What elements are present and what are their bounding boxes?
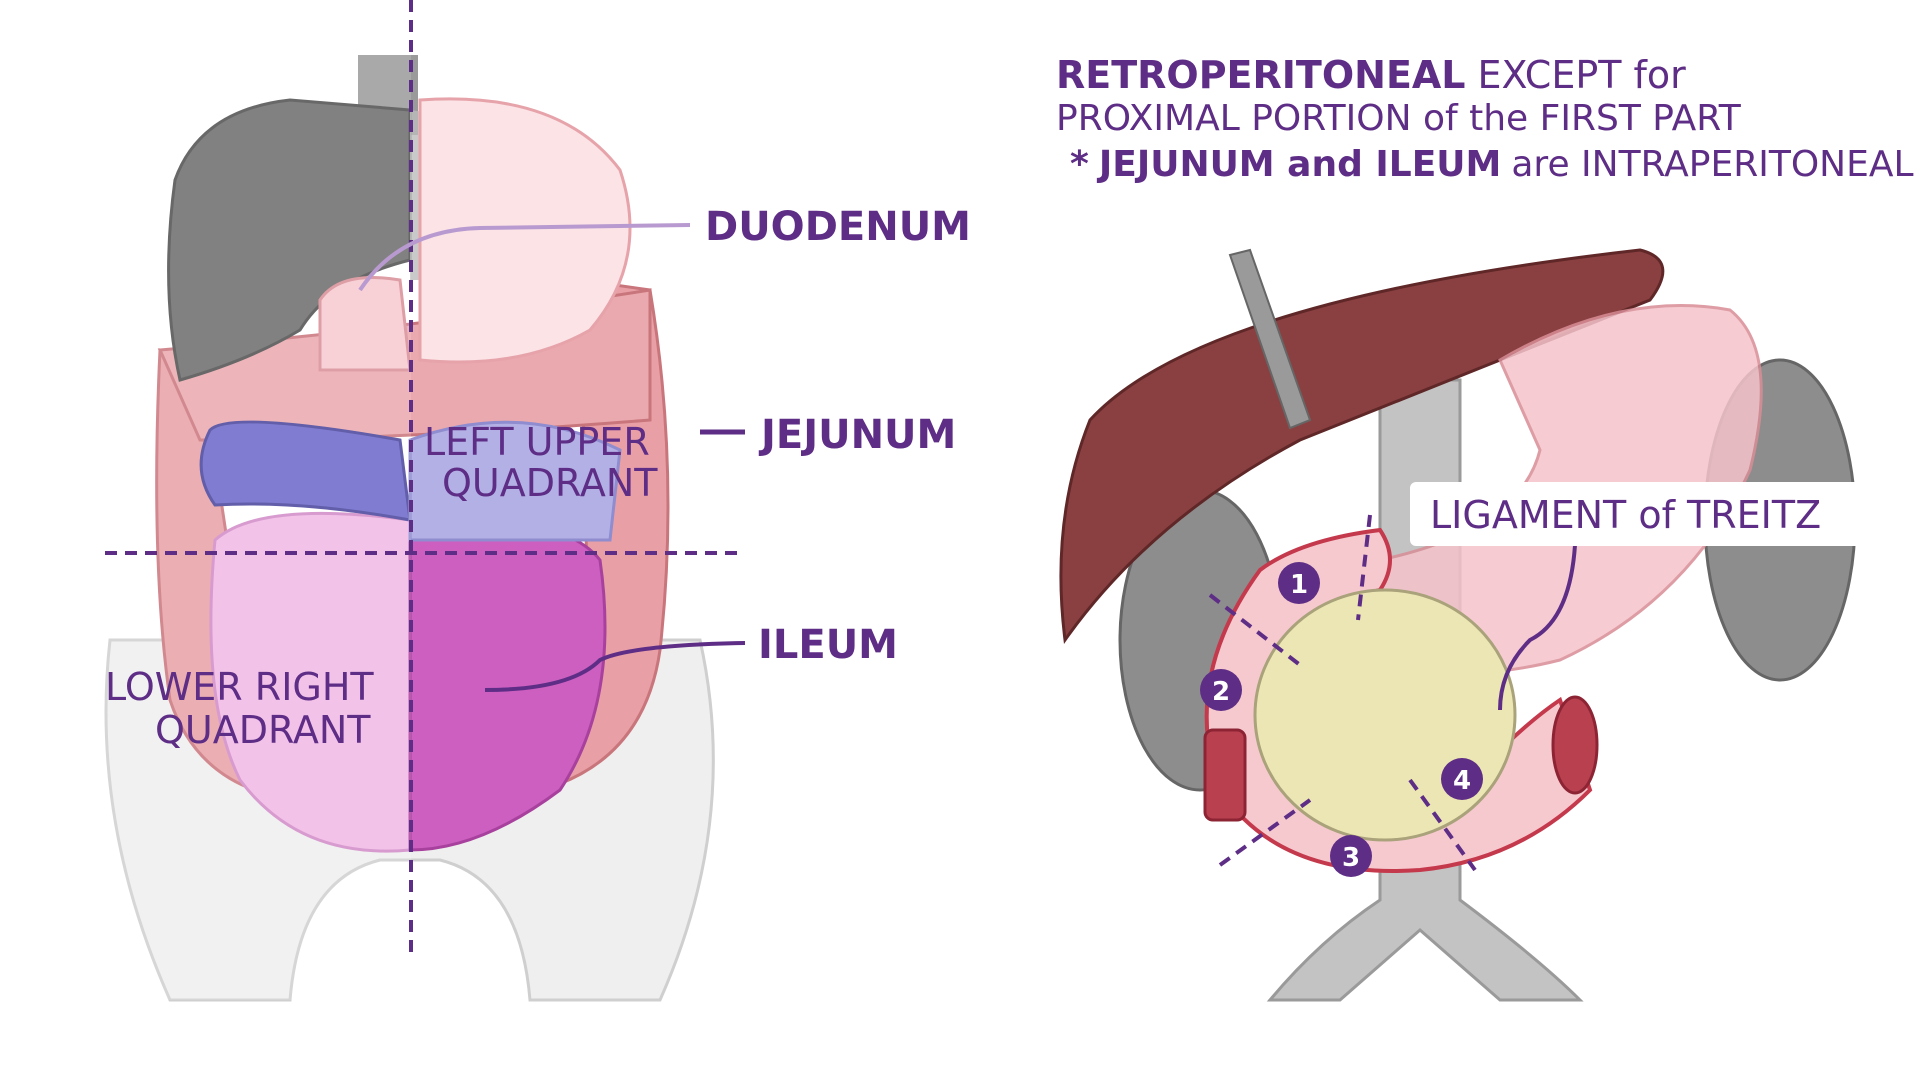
stomach	[418, 97, 632, 364]
part-number: 4	[1453, 766, 1471, 796]
abdomen-illustration	[100, 0, 746, 1002]
label-ileum: ILEUM	[758, 622, 898, 668]
part-number: 3	[1342, 843, 1360, 873]
liver	[167, 98, 412, 382]
part-number: 2	[1212, 677, 1230, 707]
duodenum-leader-line	[358, 223, 691, 292]
retractor-instrument	[1228, 248, 1312, 430]
heading-rest: EXCEPT for	[1478, 53, 1687, 97]
separator-duodenal-bulb	[1356, 514, 1372, 621]
part-marker-1: 1	[1278, 562, 1320, 604]
heading-line1: RETROPERITONEAL EXCEPT for	[1056, 53, 1686, 97]
part-marker-3: 3	[1330, 835, 1372, 877]
part-marker-4: 4	[1441, 758, 1483, 800]
jejunum-cut-end	[1551, 695, 1599, 795]
label-luq-line1: LEFT UPPER	[424, 420, 650, 464]
note-bold: JEJUNUM and ILEUM	[1096, 144, 1502, 185]
label-duodenum: DUODENUM	[705, 204, 971, 250]
ileum-leader-line	[484, 641, 746, 692]
jejunum	[199, 420, 412, 522]
ileum-left-half	[209, 511, 412, 853]
ligament-label-box	[1410, 482, 1874, 546]
part-number: 1	[1290, 570, 1308, 600]
note-star: *	[1070, 144, 1089, 185]
liver	[1059, 248, 1665, 645]
duodenum	[318, 276, 412, 372]
label-jejunum: JEJUNUM	[758, 412, 956, 458]
jejunum-left	[408, 420, 622, 542]
note-rest: are INTRAPERITONEAL	[1511, 144, 1913, 185]
heading-line2: PROXIMAL PORTION of the FIRST PART	[1056, 98, 1742, 139]
ligament-leader-line	[1498, 544, 1577, 711]
duodenum-parts-illustration	[1059, 248, 1857, 1002]
heading-bold: RETROPERITONEAL	[1056, 53, 1466, 97]
label-lrq-line2: QUADRANT	[155, 708, 371, 752]
label-luq-line2: QUADRANT	[442, 461, 658, 505]
part-marker-2: 2	[1200, 669, 1242, 711]
label-lrq-line1: LOWER RIGHT	[105, 665, 374, 709]
duodenum-opening	[1203, 728, 1247, 822]
pancreas-head	[1253, 588, 1517, 842]
label-ligament-of-treitz: LIGAMENT of TREITZ	[1430, 493, 1821, 537]
shade-overlay	[100, 40, 411, 1000]
